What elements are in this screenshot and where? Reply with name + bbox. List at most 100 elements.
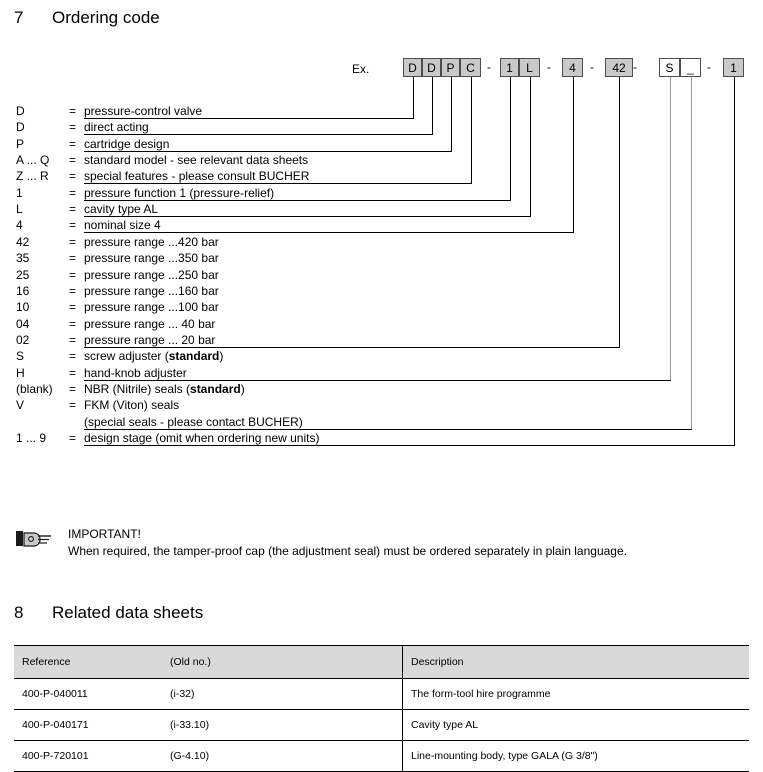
cell-old-no: (i-33.10) xyxy=(162,709,403,741)
legend-description-2: cartridge design xyxy=(84,136,170,151)
legend-description-17: NBR (Nitrile) seals (standard) xyxy=(84,381,245,396)
legend-equals-16: = xyxy=(69,365,77,380)
legend-equals-20: = xyxy=(69,431,77,445)
legend-description-4: special features - please consult BUCHER xyxy=(84,169,310,184)
code-box-4: 1 xyxy=(500,58,519,77)
leader-line-horizontal-0 xyxy=(84,118,414,119)
legend-equals-7: = xyxy=(69,218,77,233)
important-note: IMPORTANT! When required, the tamper-pro… xyxy=(16,527,756,558)
leader-line-horizontal-7 xyxy=(84,347,620,348)
legend-equals-17: = xyxy=(69,381,77,396)
code-box-5: L xyxy=(519,58,540,77)
cell-description: Cavity type AL xyxy=(402,709,749,741)
table-row: 400-P-720101(G-4.10)Line-mounting body, … xyxy=(14,740,749,772)
table-header-row: Reference (Old no.) Description xyxy=(14,645,749,679)
legend-equals-8: = xyxy=(69,234,77,249)
leader-line-vertical-4 xyxy=(510,77,511,200)
legend-equals-10: = xyxy=(69,267,77,282)
cell-old-no: (G-4.10) xyxy=(162,740,403,772)
leader-line-vertical-2 xyxy=(451,77,452,151)
legend-equals-1: = xyxy=(69,120,77,135)
legend-description-11: pressure range ...160 bar xyxy=(84,283,219,298)
legend-description-20: design stage (omit when ordering new uni… xyxy=(84,431,320,445)
code-separator-1: - xyxy=(547,60,551,74)
legend-code-13: 04 xyxy=(16,316,30,331)
leader-line-vertical-9 xyxy=(691,77,692,429)
code-box-2: P xyxy=(441,58,460,77)
legend-description-7: nominal size 4 xyxy=(84,218,161,233)
legend-description-5: pressure function 1 (pressure-relief) xyxy=(84,185,275,200)
legend-code-17: (blank) xyxy=(16,381,53,396)
leader-line-horizontal-3 xyxy=(84,183,472,184)
leader-line-horizontal-9 xyxy=(84,429,692,430)
code-box-7: 42 xyxy=(605,58,633,77)
column-header-old-no: (Old no.) xyxy=(162,645,403,679)
legend-equals-18: = xyxy=(69,398,77,413)
important-note-title: IMPORTANT! xyxy=(68,527,141,541)
section-number: 7 xyxy=(14,8,24,27)
leader-line-horizontal-4 xyxy=(84,200,511,201)
legend-equals-9: = xyxy=(69,251,77,266)
leader-line-vertical-3 xyxy=(471,77,472,183)
legend-equals-13: = xyxy=(69,316,77,331)
important-note-body: When required, the tamper-proof cap (the… xyxy=(68,544,627,558)
leader-line-vertical-1 xyxy=(432,77,433,134)
code-separator-0: - xyxy=(487,60,491,74)
leader-line-horizontal-5 xyxy=(84,216,531,217)
section-number: 8 xyxy=(14,603,24,622)
legend-description-16: hand-knob adjuster xyxy=(84,365,187,380)
legend-description-10: pressure range ...250 bar xyxy=(84,267,219,282)
legend-equals-3: = xyxy=(69,153,77,168)
cell-reference: 400-P-040171 xyxy=(14,709,162,741)
code-separator-3: - xyxy=(633,60,637,74)
legend-description-6: cavity type AL xyxy=(84,202,159,217)
cell-old-no: (i-32) xyxy=(162,678,403,710)
legend-code-12: 10 xyxy=(16,300,30,315)
leader-line-horizontal-8 xyxy=(84,380,671,381)
legend-code-3: A ... Q xyxy=(16,153,50,168)
code-separator-2: - xyxy=(590,60,594,74)
legend-code-16: H xyxy=(16,365,25,380)
legend-description-9: pressure range ...350 bar xyxy=(84,251,219,266)
cell-reference: 400-P-040011 xyxy=(14,678,162,710)
legend-equals-5: = xyxy=(69,185,77,200)
leader-line-vertical-6 xyxy=(573,77,574,232)
legend-equals-6: = xyxy=(69,202,77,217)
legend-equals-4: = xyxy=(69,169,77,184)
leader-line-horizontal-2 xyxy=(84,151,452,152)
code-box-1: D xyxy=(422,58,441,77)
legend-equals-14: = xyxy=(69,332,77,347)
leader-line-vertical-10 xyxy=(734,77,735,445)
related-data-sheets-table: Reference (Old no.) Description 400-P-04… xyxy=(14,645,749,772)
leader-line-vertical-8 xyxy=(670,77,671,380)
legend-code-11: 16 xyxy=(16,283,30,298)
legend-code-5: 1 xyxy=(16,185,23,200)
legend-description-13: pressure range ... 40 bar xyxy=(84,316,216,331)
example-label: Ex. xyxy=(352,62,370,76)
legend-code-9: 35 xyxy=(16,251,30,266)
table-row: 400-P-040171(i-33.10)Cavity type AL xyxy=(14,709,749,741)
leader-line-vertical-0 xyxy=(413,77,414,118)
legend-description-19: (special seals - please contact BUCHER) xyxy=(84,414,303,429)
leader-line-horizontal-6 xyxy=(84,232,574,233)
code-separator-4: - xyxy=(707,60,711,74)
legend-code-14: 02 xyxy=(16,332,30,347)
section-title: Ordering code xyxy=(52,8,160,27)
pointing-hand-icon xyxy=(16,531,51,547)
legend-equals-12: = xyxy=(69,300,77,315)
leader-line-horizontal-10 xyxy=(84,445,735,446)
legend-code-7: 4 xyxy=(16,218,23,233)
legend-code-0: D xyxy=(16,104,25,118)
leader-line-horizontal-1 xyxy=(84,134,433,135)
legend-description-15: screw adjuster (standard) xyxy=(84,349,224,364)
legend-description-14: pressure range ... 20 bar xyxy=(84,332,216,347)
cell-reference: 400-P-720101 xyxy=(14,740,162,772)
column-header-description: Description xyxy=(402,645,749,679)
legend-description-0: pressure-control valve xyxy=(84,104,203,118)
legend-equals-15: = xyxy=(69,349,77,364)
legend-code-15: S xyxy=(16,349,25,364)
leader-line-vertical-7 xyxy=(619,77,620,347)
legend-code-8: 42 xyxy=(16,234,30,249)
cell-description: The form-tool hire programme xyxy=(402,678,749,710)
